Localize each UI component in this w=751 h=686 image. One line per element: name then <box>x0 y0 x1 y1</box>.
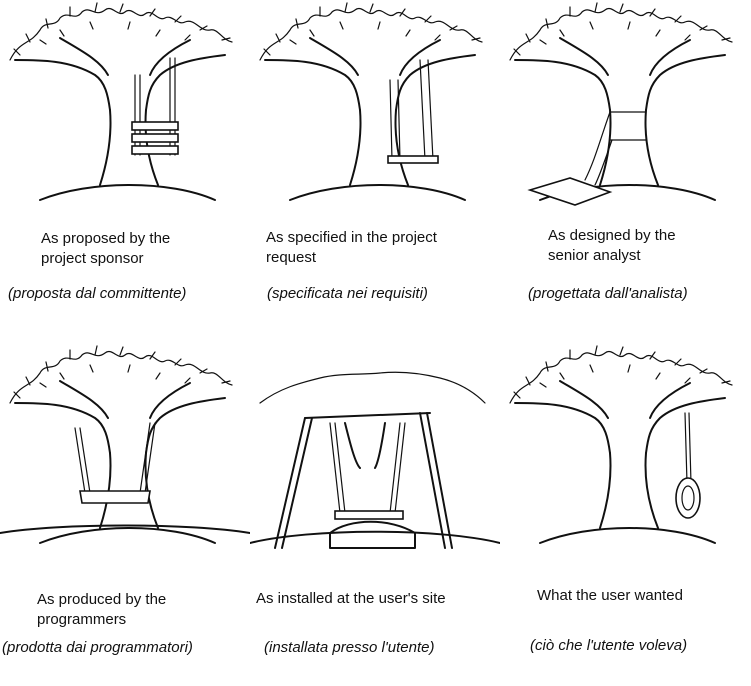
caption-english: As designed by the senior analyst <box>548 226 676 266</box>
panel-5: As installed at the user's site (install… <box>250 343 500 686</box>
caption-italian: (specificata nei requisiti) <box>267 285 428 302</box>
caption-line-2: project sponsor <box>41 250 144 267</box>
caption-line-1: As proposed by the <box>41 230 171 247</box>
caption-english: As proposed by the project sponsor <box>41 229 170 269</box>
caption-italian: (proposta dal committente) <box>8 285 187 302</box>
caption-italian: (installata presso l'utente) <box>264 639 435 656</box>
caption-line-1: As installed at the user's site <box>256 590 446 607</box>
caption-line-2: programmers <box>37 611 127 628</box>
caption-line-2: senior analyst <box>548 247 641 264</box>
caption-line-1: What the user wanted <box>537 587 683 604</box>
tree-seat-around-trunk-illustration <box>0 343 250 558</box>
caption-english: As installed at the user's site <box>256 589 446 609</box>
panel-4: As produced by the programmers (prodotta… <box>0 343 250 686</box>
caption-english: As produced by the programmers <box>37 590 166 630</box>
panel-6: What the user wanted (ciò che l'utente v… <box>500 343 750 686</box>
tree-swing-tied-to-trunk-illustration <box>500 0 750 215</box>
caption-english: As specified in the project request <box>266 228 437 268</box>
caption-line-1: As produced by the <box>37 591 167 608</box>
caption-line-1: As specified in the project <box>266 229 437 246</box>
panel-1: As proposed by the project sponsor (prop… <box>0 0 250 343</box>
tree-triple-seat-swing-illustration <box>0 0 250 215</box>
panel-2: As specified in the project request (spe… <box>250 0 500 343</box>
caption-line-2: request <box>266 249 317 266</box>
caption-italian: (progettata dall'analista) <box>528 285 688 302</box>
panel-3: As designed by the senior analyst (proge… <box>500 0 750 343</box>
caption-english: What the user wanted <box>537 586 683 606</box>
caption-italian: (prodotta dai programmatori) <box>2 639 193 656</box>
cut-tree-swing-frame-illustration <box>250 343 500 558</box>
caption-line-1: As designed by the <box>548 227 676 244</box>
caption-italian: (ciò che l'utente voleva) <box>530 637 688 654</box>
tree-long-rope-swing-illustration <box>250 0 500 215</box>
tree-tire-swing-illustration <box>500 343 750 558</box>
